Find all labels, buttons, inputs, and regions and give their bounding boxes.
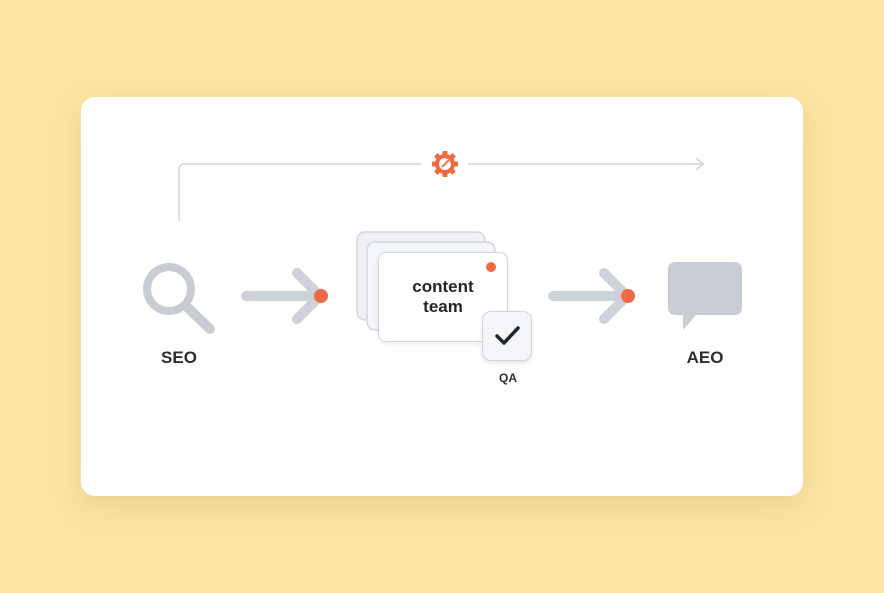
chat-bubble-icon <box>668 262 742 330</box>
qa-label: QA <box>499 371 517 385</box>
arrow-seo-to-content <box>241 268 325 324</box>
aeo-label: AEO <box>686 348 724 367</box>
content-team-label: content team <box>412 277 474 316</box>
feedback-loop-line <box>178 157 705 221</box>
qa-checkbox <box>482 311 532 361</box>
check-icon <box>495 326 520 345</box>
seo-label: SEO <box>161 348 197 367</box>
content-card-dot <box>486 262 496 272</box>
arrow-dot-2 <box>621 289 635 303</box>
arrow-dot-1 <box>314 289 328 303</box>
search-icon <box>143 263 215 334</box>
gear-icon <box>432 151 458 177</box>
arrow-content-to-aeo <box>548 268 632 324</box>
